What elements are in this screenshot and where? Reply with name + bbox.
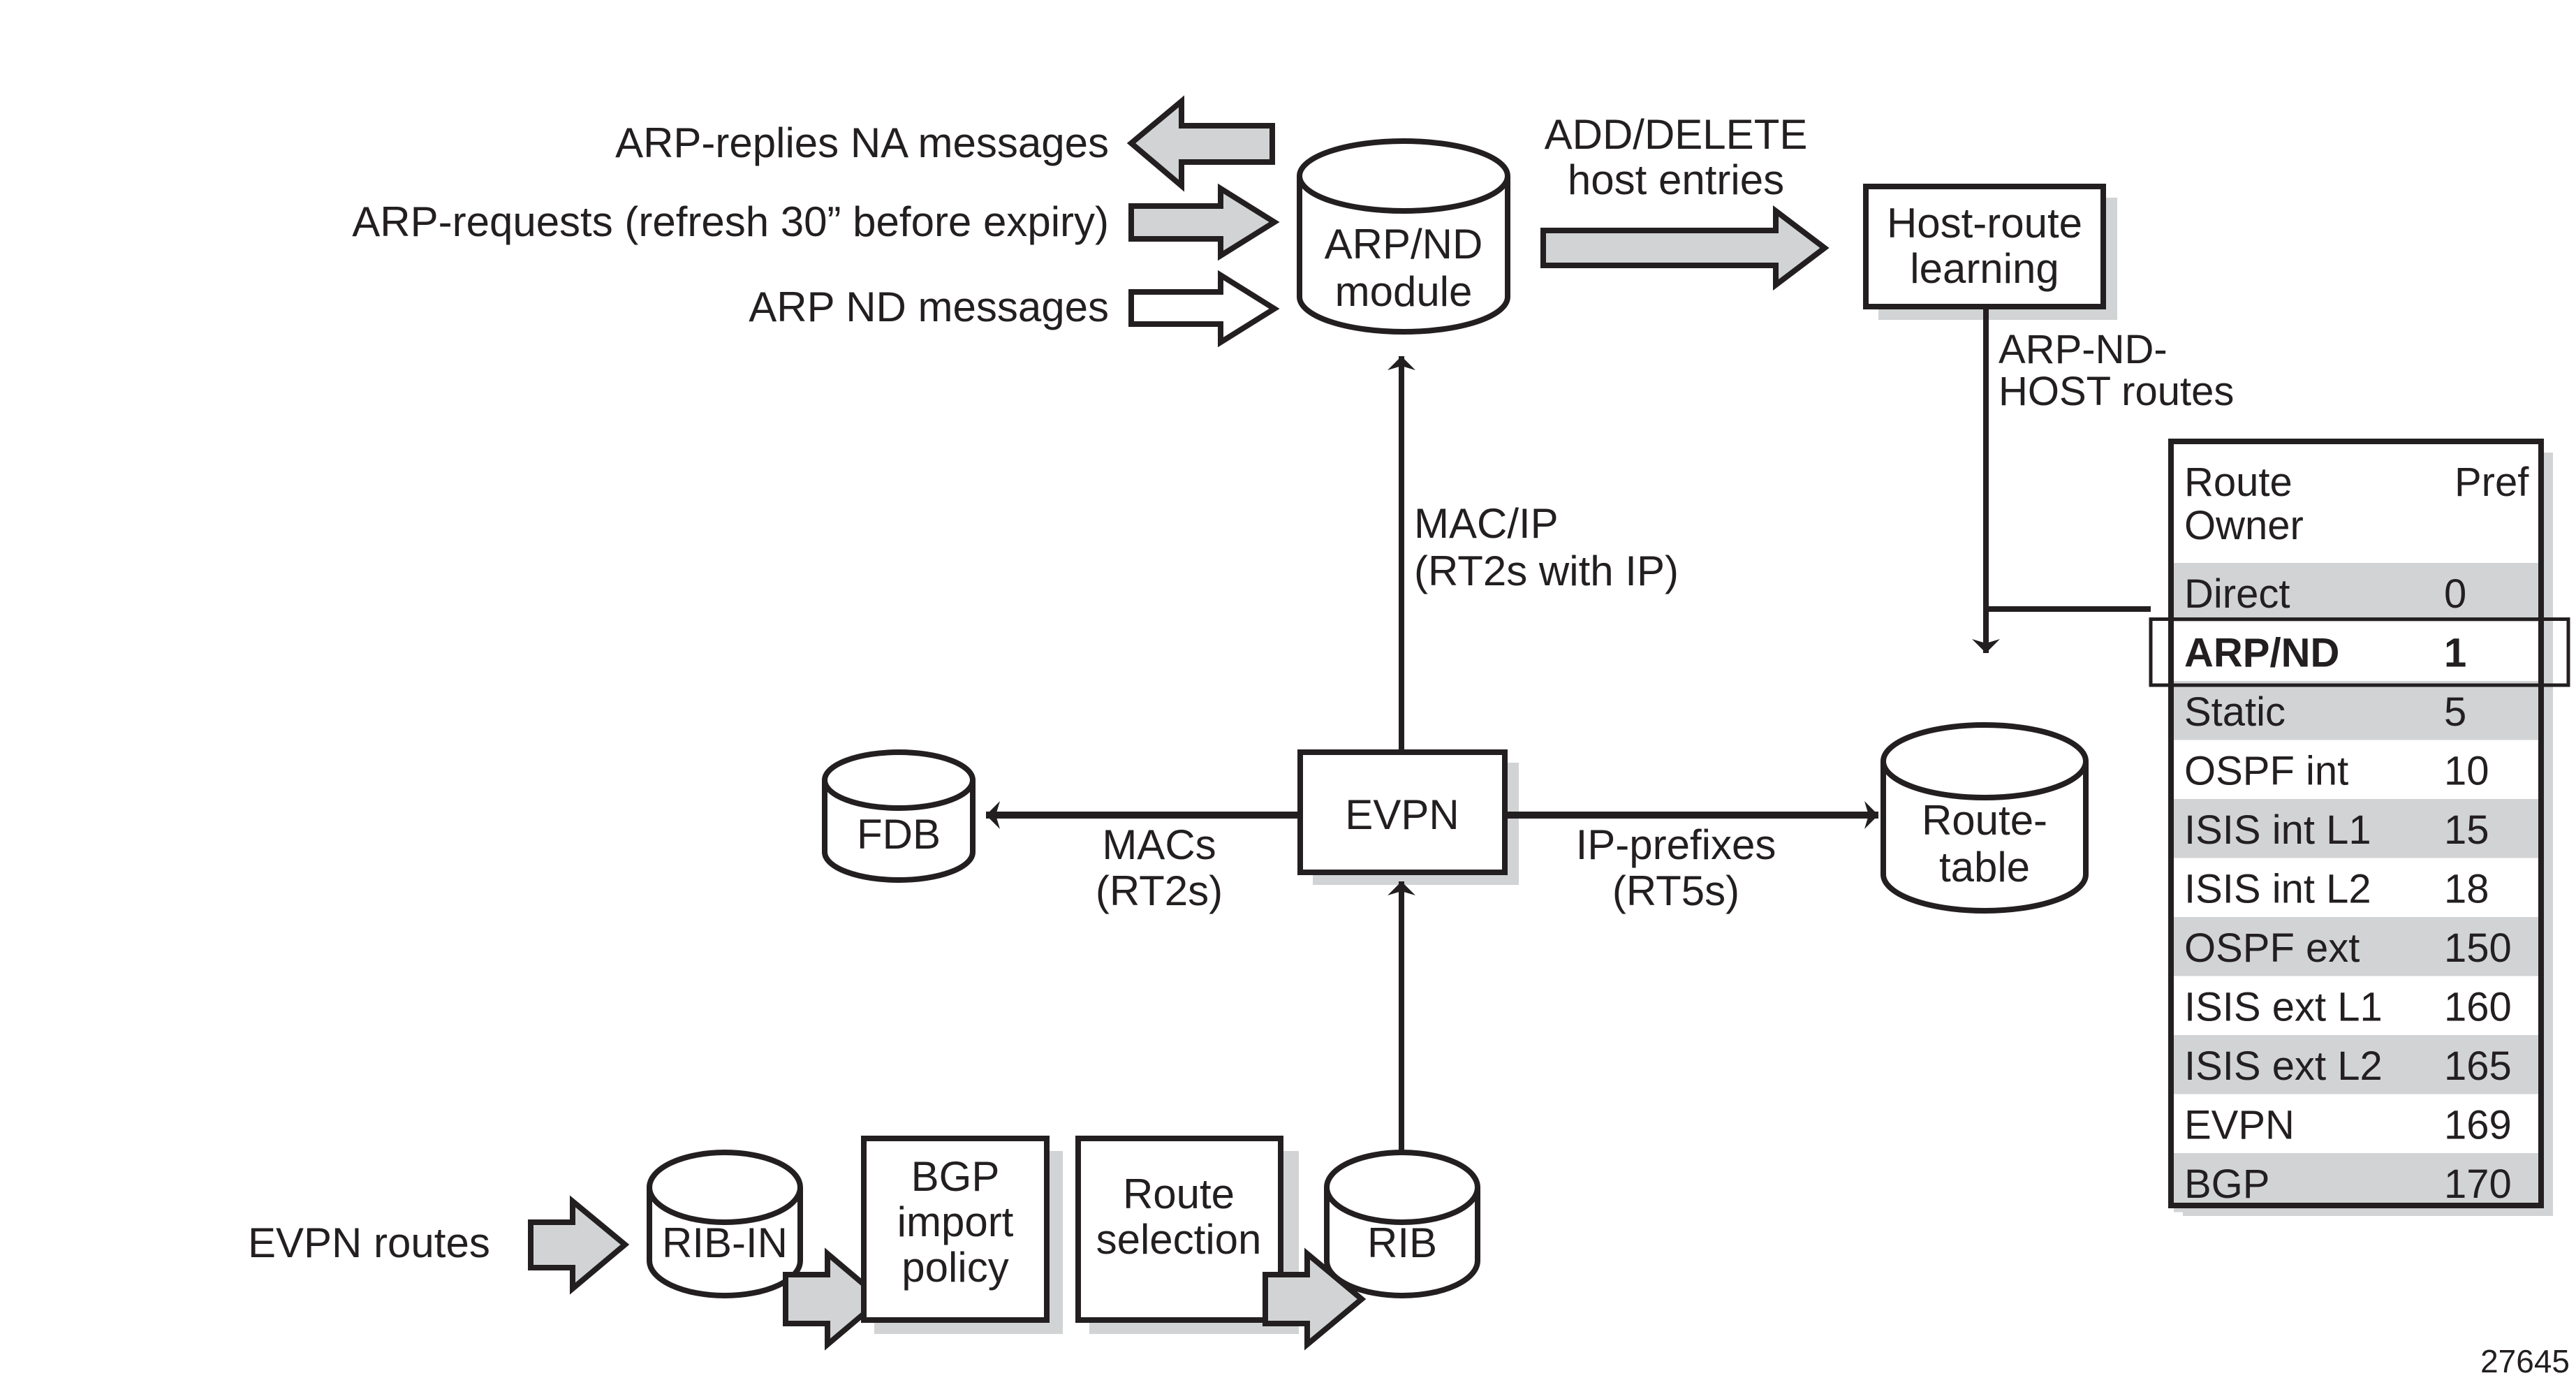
arp-nd-messages-arrow	[1128, 270, 1280, 348]
evpn-routes-label: EVPN routes	[248, 1219, 490, 1266]
pref-table-row: ISIS int L1 15	[2174, 799, 2538, 858]
add-delete-arrow	[1540, 205, 1830, 291]
arp-requests-arrow	[1128, 183, 1280, 261]
rib-in-label: RIB-IN	[662, 1219, 788, 1266]
pref-table-row: ISIS ext L1 160	[2184, 985, 2512, 1030]
pref-row-value: 1	[2444, 631, 2466, 676]
arp-nd-messages-label: ARP ND messages	[749, 284, 1109, 330]
arp-nd-module-cylinder	[1297, 138, 1510, 335]
pref-row-value: 10	[2444, 749, 2489, 794]
pref-row-shade	[2174, 799, 2538, 858]
mac-ip-label-2: (RT2s with IP)	[1414, 548, 1679, 594]
pref-row-shade	[2174, 563, 2538, 622]
add-delete-label-2: host entries	[1568, 156, 1784, 203]
pref-row-owner: Static	[2184, 689, 2286, 735]
route-selection-label-1: Route	[1123, 1171, 1235, 1217]
arp-nd-host-label-2: HOST routes	[1999, 369, 2234, 414]
pref-table-row: OSPF int 10	[2184, 749, 2489, 794]
figure-id: 27645	[2480, 1343, 2570, 1378]
pref-row-owner: ISIS int L2	[2184, 867, 2371, 912]
route-selection-box	[1075, 1136, 1283, 1323]
rib-in-to-policy-arrow	[783, 1247, 886, 1351]
arp-nd-module-label-1: ARP/ND	[1325, 221, 1483, 267]
evpn-routes-arrow	[528, 1195, 630, 1295]
ip-prefixes-label-1: IP-prefixes	[1576, 821, 1776, 868]
route-table-cylinder	[1881, 722, 2089, 914]
evpn-label: EVPN	[1345, 791, 1459, 838]
pref-row-value: 165	[2444, 1043, 2512, 1089]
pref-row-owner: ISIS ext L1	[2184, 985, 2383, 1030]
pref-header-owner-1: Route	[2184, 460, 2292, 505]
arp-replies-label: ARP-replies NA messages	[615, 119, 1109, 166]
bgp-policy-label-2: import	[897, 1199, 1014, 1245]
arp-replies-arrow	[1126, 95, 1275, 192]
pref-row-value: 150	[2444, 925, 2512, 971]
bgp-policy-label-3: policy	[901, 1244, 1008, 1291]
ip-prefixes-label-2: (RT5s)	[1612, 867, 1739, 914]
fdb-cylinder	[822, 749, 976, 883]
pref-table-row: ISIS ext L2 165	[2174, 1035, 2538, 1094]
arp-nd-host-label-1: ARP-ND-	[1999, 327, 2167, 372]
rib-in-cylinder	[647, 1150, 803, 1298]
macs-label-1: MACs	[1102, 821, 1216, 868]
route-table-label-1: Route-	[1922, 797, 2047, 844]
fdb-label: FDB	[857, 811, 941, 858]
pref-row-shade	[2174, 1153, 2538, 1212]
host-route-learning-box	[1863, 184, 2106, 309]
pref-table-row: Static 5	[2174, 681, 2538, 740]
pref-header-pref: Pref	[2454, 460, 2529, 505]
route-table-label-2: table	[1939, 844, 2030, 890]
pref-row-owner: OSPF int	[2184, 749, 2348, 794]
pref-table-row: EVPN 169	[2184, 1103, 2512, 1148]
bgp-import-policy-box	[861, 1136, 1050, 1323]
pref-row-owner: ISIS int L1	[2184, 807, 2371, 853]
pref-row-owner: BGP	[2184, 1161, 2270, 1207]
route-selection-label-2: selection	[1096, 1216, 1262, 1263]
macs-label-2: (RT2s)	[1096, 867, 1223, 914]
host-route-label-2: learning	[1910, 245, 2059, 292]
rib-label: RIB	[1367, 1219, 1437, 1266]
pref-table-row: OSPF ext 150	[2174, 917, 2538, 976]
evpn-box	[1297, 749, 1508, 875]
pref-row-value: 169	[2444, 1103, 2512, 1148]
pref-row-value: 170	[2444, 1161, 2512, 1207]
pref-table-row: BGP 170	[2174, 1153, 2538, 1212]
pref-table-row: ARP/ND 1	[2184, 631, 2466, 676]
bgp-policy-label-1: BGP	[911, 1153, 1000, 1200]
pref-row-owner: Direct	[2184, 571, 2290, 617]
arp-nd-module-label-2: module	[1335, 268, 1473, 315]
pref-row-shade	[2174, 917, 2538, 976]
pref-row-owner: EVPN	[2184, 1103, 2295, 1148]
pref-row-value: 0	[2444, 571, 2466, 617]
pref-row-shade	[2174, 1035, 2538, 1094]
mac-ip-label-1: MAC/IP	[1414, 500, 1559, 547]
add-delete-label-1: ADD/DELETE	[1545, 111, 1808, 158]
host-route-label-1: Host-route	[1887, 200, 2082, 247]
pref-row-value: 160	[2444, 985, 2512, 1030]
pref-row-owner: ARP/ND	[2184, 631, 2339, 676]
pref-row-value: 5	[2444, 689, 2466, 735]
pref-row-value: 18	[2444, 867, 2489, 912]
rib-cylinder	[1324, 1150, 1480, 1298]
pref-row-owner: ISIS ext L2	[2184, 1043, 2383, 1089]
pref-table-row: Direct 0	[2174, 563, 2538, 622]
pref-header-owner-2: Owner	[2184, 503, 2304, 548]
pref-table-border	[2168, 439, 2544, 1208]
selection-to-rib-arrow	[1263, 1247, 1367, 1351]
pref-row-shade	[2174, 681, 2538, 740]
pref-table-row: ISIS int L2 18	[2184, 867, 2489, 912]
pref-row-highlight-box	[2149, 617, 2570, 687]
pref-row-owner: OSPF ext	[2184, 925, 2360, 971]
arp-requests-label: ARP-requests (refresh 30” before expiry)	[352, 198, 1109, 245]
pref-row-value: 15	[2444, 807, 2489, 853]
